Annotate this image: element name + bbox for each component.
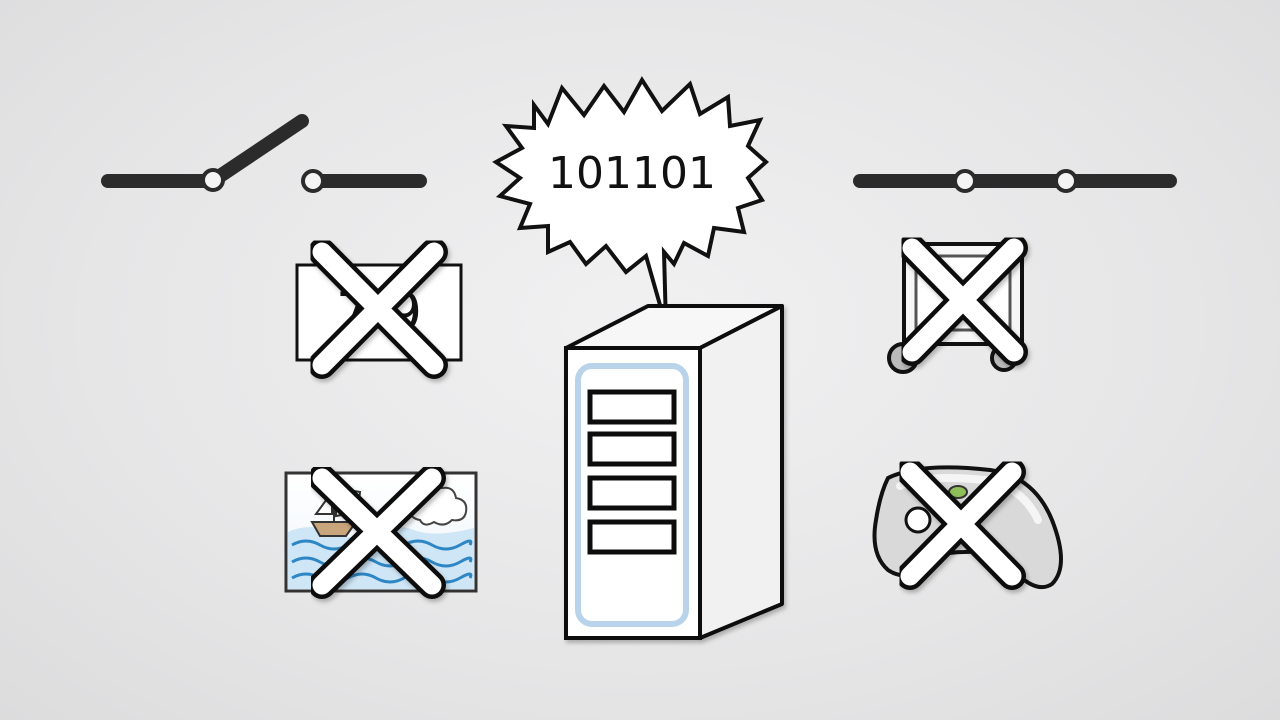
cross-icon <box>308 238 448 379</box>
cross-icon <box>896 458 1026 590</box>
drive-bay <box>587 389 677 425</box>
cross-icon <box>898 234 1028 366</box>
speech-bubble-text: 101101 <box>548 148 716 199</box>
switch-open-icon <box>101 114 427 193</box>
cross-icon <box>308 464 446 599</box>
drive-bay <box>587 475 677 511</box>
speech-bubble-icon: 101101 <box>492 76 770 327</box>
drive-bay <box>587 431 677 467</box>
drive-bay <box>587 519 677 555</box>
controller-thumbstick <box>904 506 932 534</box>
server-tower-icon <box>564 304 784 640</box>
speech-bubble-shape <box>492 76 770 327</box>
switch-closed-icon <box>853 169 1177 193</box>
